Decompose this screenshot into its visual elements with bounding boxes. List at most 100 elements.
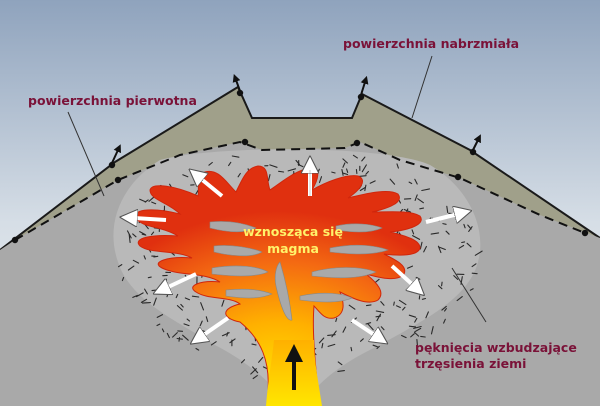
- crack-mark: [144, 199, 149, 203]
- crack-mark: [406, 265, 414, 269]
- crack-mark: [411, 229, 415, 235]
- crack-mark: [453, 275, 459, 280]
- black-arrow-icon: [232, 73, 241, 92]
- rock-inclusions: [209, 221, 389, 321]
- crack-mark: [126, 230, 132, 239]
- crack-mark: [359, 338, 364, 342]
- crack-mark: [342, 162, 346, 168]
- crack-mark: [466, 242, 472, 248]
- crack-mark: [359, 186, 366, 192]
- crack-mark: [413, 325, 422, 329]
- crack-mark: [231, 155, 240, 158]
- crack-mark: [443, 318, 446, 324]
- crack-mark: [132, 259, 140, 264]
- crack-mark: [468, 226, 473, 232]
- crack-mark: [237, 172, 241, 178]
- cracks-label-line2: trzęsienia ziemi: [415, 356, 527, 372]
- crack-mark: [446, 205, 449, 214]
- crack-mark: [441, 305, 447, 311]
- crack-mark: [228, 161, 232, 167]
- crack-mark: [346, 168, 349, 173]
- crack-mark: [117, 264, 123, 268]
- magma-push-arrows: [134, 170, 458, 336]
- crack-mark: [240, 359, 246, 364]
- crack-mark: [355, 169, 358, 175]
- crack-mark: [269, 164, 278, 168]
- crack-mark: [420, 335, 426, 338]
- crack-mark: [402, 306, 406, 311]
- crack-mark: [444, 308, 447, 312]
- crack-mark: [341, 168, 344, 176]
- crack-mark: [461, 241, 466, 244]
- crack-mark: [403, 208, 412, 213]
- white-arrow-icon: [425, 214, 458, 224]
- crack-mark: [252, 375, 258, 380]
- crack-mark: [132, 233, 137, 238]
- crack-mark: [139, 231, 146, 236]
- crack-mark: [150, 231, 155, 236]
- crack-mark: [210, 341, 217, 346]
- crack-mark: [171, 252, 175, 256]
- surface-markers: [11, 89, 589, 244]
- crack-mark: [127, 265, 135, 271]
- crack-mark: [140, 298, 148, 303]
- crack-mark: [471, 263, 477, 268]
- black-arrow-icon: [111, 144, 121, 164]
- crack-mark: [166, 332, 170, 339]
- crack-mark: [205, 316, 209, 323]
- crack-mark: [161, 328, 165, 333]
- crack-mark: [327, 343, 336, 347]
- crack-mark: [408, 325, 417, 328]
- crack-mark: [258, 356, 264, 363]
- crack-mark: [342, 326, 347, 333]
- crack-mark: [251, 343, 257, 346]
- crack-mark: [143, 255, 146, 260]
- crack-mark: [442, 223, 447, 225]
- crack-mark: [350, 346, 353, 352]
- crack-mark: [369, 180, 376, 184]
- crack-mark: [463, 223, 466, 229]
- crack-mark: [375, 315, 382, 318]
- crack-mark: [441, 281, 443, 287]
- crack-mark: [156, 323, 161, 327]
- white-arrow-icon: [134, 218, 167, 220]
- crack-mark: [172, 332, 178, 338]
- rising-magma-label-line1: wznosząca się: [243, 224, 343, 239]
- crack-mark: [365, 304, 372, 307]
- crack-mark: [419, 207, 425, 210]
- crack-mark: [153, 255, 159, 258]
- crack-mark: [184, 297, 191, 301]
- crack-mark: [182, 334, 189, 341]
- crack-mark: [132, 294, 139, 298]
- crack-mark: [147, 276, 152, 279]
- crack-mark: [416, 339, 418, 346]
- crack-mark: [318, 337, 325, 344]
- crack-mark: [153, 297, 157, 306]
- crack-mark: [389, 178, 396, 185]
- crack-mark: [412, 235, 421, 240]
- crack-mark: [471, 272, 478, 275]
- original-surface-label: powierzchnia pierwotna: [28, 93, 197, 108]
- crack-mark: [401, 334, 407, 339]
- crack-mark: [414, 194, 418, 201]
- crack-mark: [144, 288, 148, 295]
- crack-mark: [421, 297, 427, 300]
- crack-mark: [430, 326, 434, 335]
- black-up-arrow-icon: [285, 344, 303, 390]
- crack-mark: [417, 198, 424, 204]
- crack-mark: [393, 301, 395, 306]
- crack-mark: [419, 241, 423, 250]
- crack-mark: [335, 317, 338, 323]
- crack-mark: [221, 332, 230, 337]
- cracks-label: pęknięcia wzbudzające trzęsienia ziemi: [415, 340, 577, 373]
- black-arrow-icon: [360, 75, 369, 96]
- uplift-arrows: [111, 73, 481, 164]
- crack-mark: [437, 285, 443, 290]
- crack-mark: [200, 302, 205, 311]
- crack-mark: [372, 344, 378, 348]
- crack-mark: [331, 330, 337, 338]
- crack-mark: [395, 305, 401, 309]
- crack-mark: [421, 188, 431, 192]
- crack-mark: [331, 171, 336, 174]
